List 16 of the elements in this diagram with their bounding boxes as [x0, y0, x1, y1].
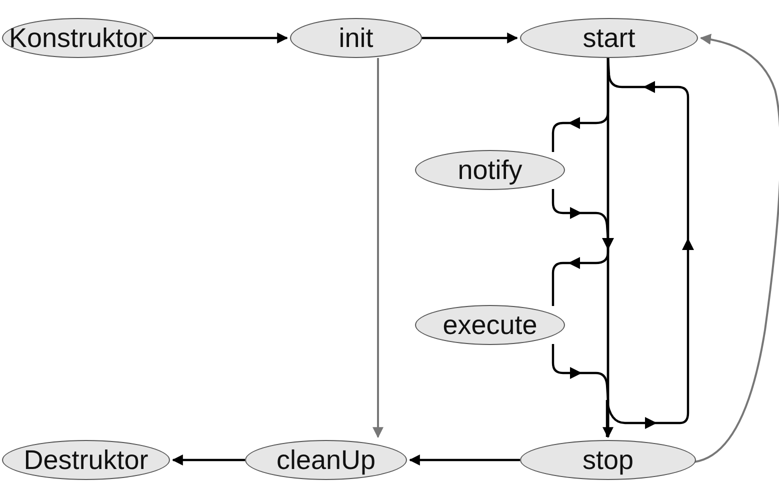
state-label: stop	[582, 444, 634, 476]
state-label: execute	[442, 310, 538, 340]
arrow	[408, 454, 520, 466]
arrow	[154, 32, 288, 44]
arrow	[606, 58, 694, 437]
state-label: start	[582, 22, 636, 54]
state-label: Konstruktor	[8, 22, 148, 54]
state-label: Destruktor	[24, 444, 148, 476]
state-label: notify	[458, 154, 522, 186]
state-label: cleanUp	[276, 444, 376, 476]
arrow	[372, 58, 384, 438]
state-label: init	[338, 22, 374, 54]
arrow	[422, 32, 518, 44]
arrow	[694, 34, 779, 463]
arrow	[172, 454, 245, 466]
arrow	[552, 344, 610, 437]
